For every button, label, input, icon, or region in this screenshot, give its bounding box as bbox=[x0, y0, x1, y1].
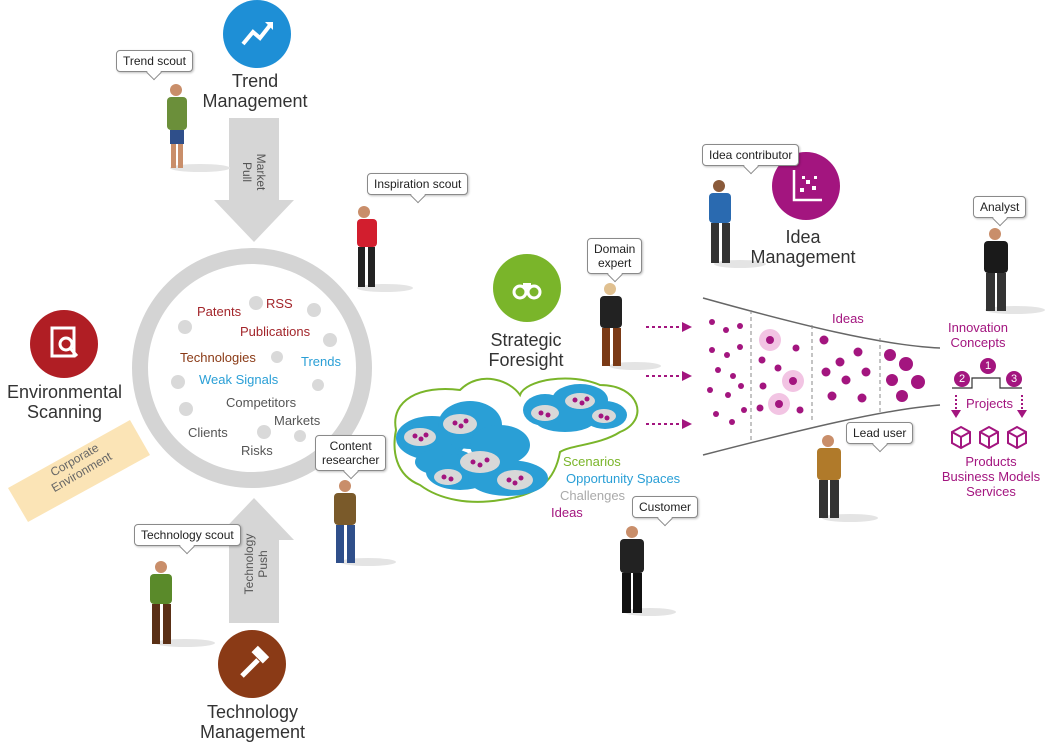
callout-trend-scout: Trend scout bbox=[116, 50, 193, 72]
term-technologies: Technologies bbox=[180, 350, 256, 365]
term-risks: Risks bbox=[241, 443, 273, 458]
term-clients: Clients bbox=[188, 425, 228, 440]
term-patents: Patents bbox=[197, 304, 242, 319]
person-trend-scout bbox=[167, 84, 230, 172]
technology-management-icon bbox=[218, 630, 286, 698]
foresight-challenges: Challenges bbox=[560, 488, 626, 503]
step-1-badge: 1 bbox=[980, 358, 996, 374]
funnel-bottom bbox=[702, 404, 941, 456]
person-customer bbox=[620, 526, 676, 616]
callout-technology-scout: Technology scout bbox=[134, 524, 241, 546]
trend-management-icon bbox=[223, 0, 291, 68]
person-inspiration-scout bbox=[357, 206, 413, 292]
foresight-scenarios: Scenarios bbox=[563, 454, 621, 469]
market-pull-arrow bbox=[214, 118, 294, 242]
person-technology-scout bbox=[150, 561, 215, 647]
callout-idea-contributor: Idea contributor bbox=[702, 144, 800, 166]
person-analyst bbox=[984, 228, 1045, 314]
callout-lead-user: Lead user bbox=[846, 422, 914, 444]
term-weak-signals: Weak Signals bbox=[199, 372, 279, 387]
callout-customer: Customer bbox=[632, 496, 699, 518]
person-lead-user bbox=[817, 435, 878, 522]
funnel-top bbox=[702, 297, 941, 349]
person-content-researcher bbox=[334, 480, 396, 566]
person-idea-contributor bbox=[709, 180, 766, 268]
term-competitors: Competitors bbox=[226, 395, 297, 410]
term-publications: Publications bbox=[240, 324, 311, 339]
person-domain-expert bbox=[600, 283, 661, 370]
term-markets: Markets bbox=[274, 413, 321, 428]
callout-analyst: Analyst bbox=[973, 196, 1027, 218]
foresight-opportunity-spaces: Opportunity Spaces bbox=[566, 471, 681, 486]
callout-inspiration-scout: Inspiration scout bbox=[367, 173, 469, 195]
foresight-ideas: Ideas bbox=[551, 505, 583, 520]
projects-label: Projects bbox=[966, 396, 1013, 411]
term-rss: RSS bbox=[266, 296, 293, 311]
term-trends: Trends bbox=[301, 354, 341, 369]
foresight-outline bbox=[393, 377, 639, 503]
environmental-scanning-icon bbox=[30, 310, 98, 378]
step-2-badge: 2 bbox=[954, 371, 970, 387]
magnifier-handle bbox=[8, 420, 150, 522]
funnel-ideas-label: Ideas bbox=[832, 311, 864, 326]
strategic-foresight-icon bbox=[493, 254, 561, 322]
step-3-badge: 3 bbox=[1006, 371, 1022, 387]
